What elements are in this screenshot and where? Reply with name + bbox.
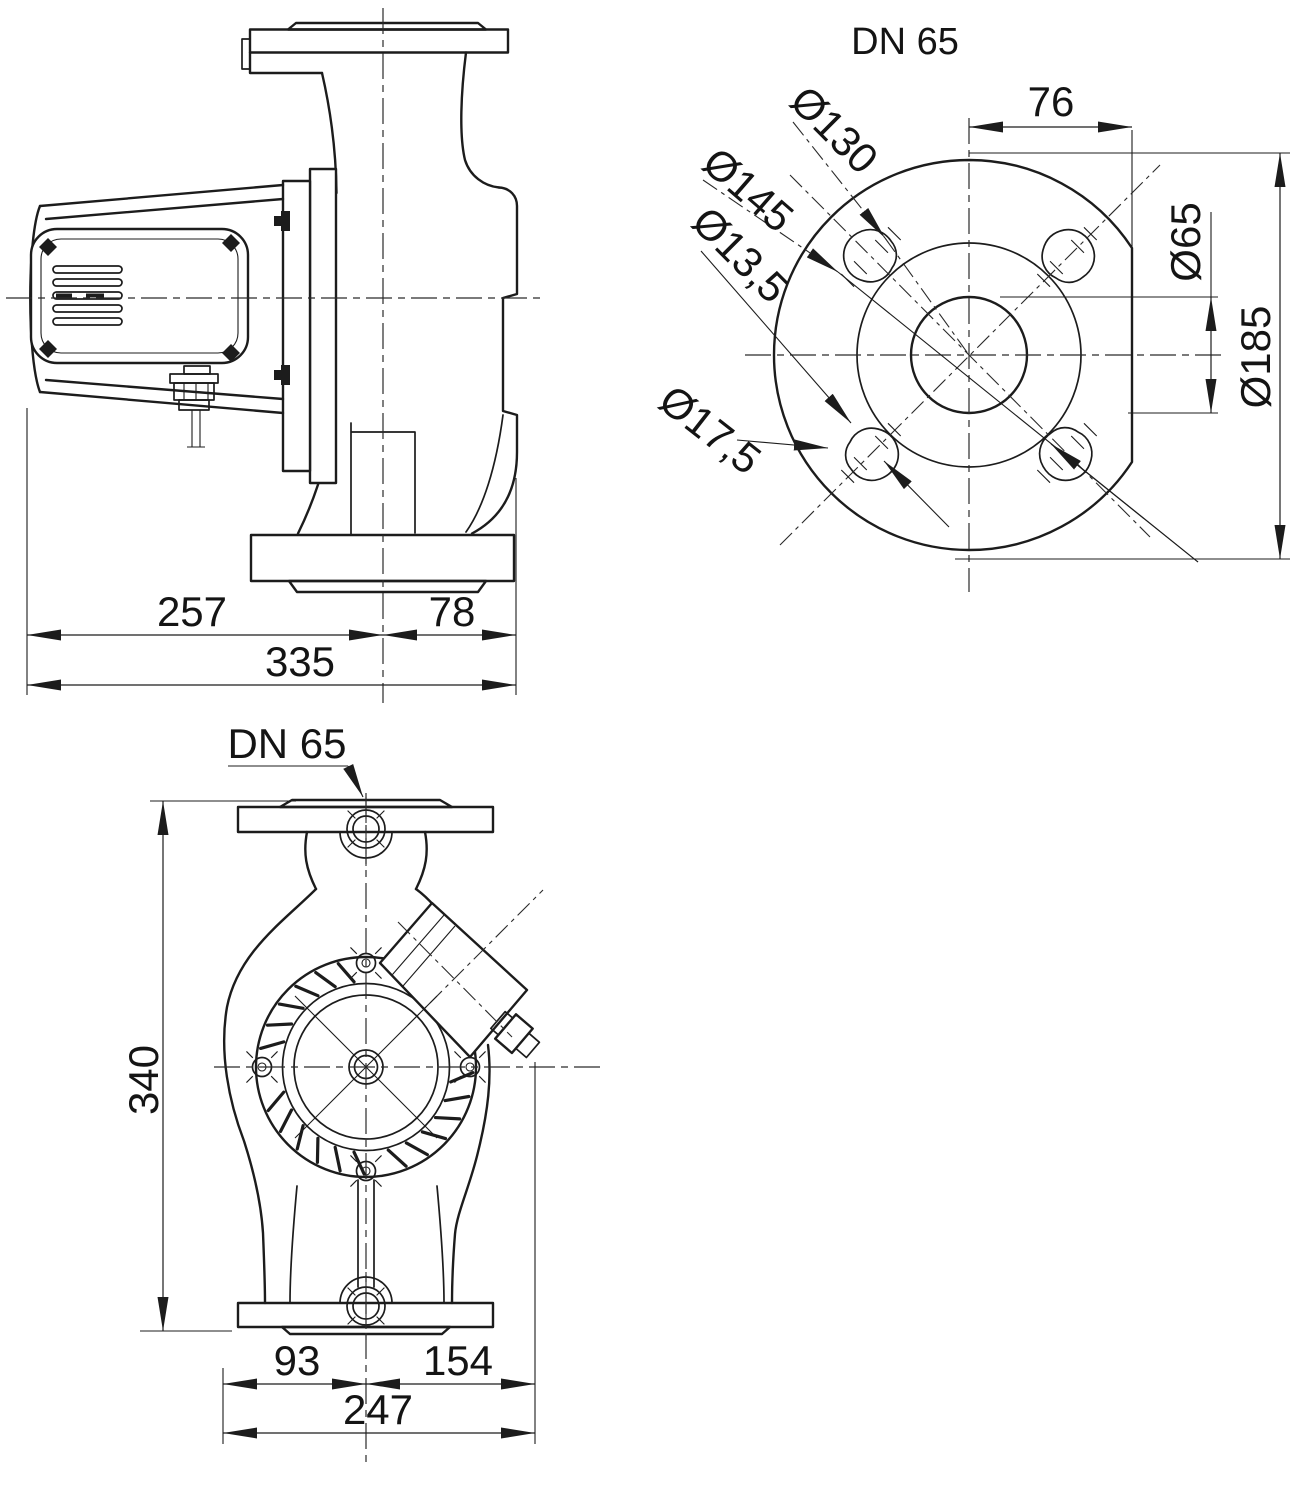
dim-label-78: 78 bbox=[429, 588, 476, 635]
bolt-hole-tick-marks bbox=[840, 226, 1098, 484]
flange-outer-profile bbox=[772, 158, 1134, 552]
gland-nut bbox=[494, 1013, 534, 1055]
front-center-rib bbox=[357, 1179, 375, 1288]
diagonal-centerline-bl-tr bbox=[779, 164, 1161, 546]
clamp-bolt-bottom bbox=[274, 370, 281, 380]
dim-label-340: 340 bbox=[120, 1045, 167, 1115]
terminal-box-lid-lines bbox=[392, 914, 456, 987]
top-flange-shoulder bbox=[248, 51, 324, 75]
motor-cover-inner bbox=[40, 238, 239, 354]
front-neck-left bbox=[304, 830, 318, 891]
motor-housing-taper-lines bbox=[38, 183, 285, 415]
bottom-flange-plate bbox=[249, 533, 516, 583]
front-dimensions: 340 93 154 247 bbox=[120, 800, 536, 1444]
diagonal-centerline-tl-br bbox=[789, 174, 1151, 538]
leader-d17-5 bbox=[736, 439, 829, 451]
suction-neck-right bbox=[460, 51, 501, 189]
front-leg-inner-lines bbox=[289, 1185, 445, 1304]
leader-d13-5 bbox=[700, 250, 852, 424]
port-label-leader bbox=[343, 763, 364, 798]
front-port-label: DN 65 bbox=[227, 720, 346, 767]
dim-label-d185: Ø185 bbox=[1232, 306, 1279, 409]
dim-label-93: 93 bbox=[274, 1337, 321, 1384]
bolt-cross-ticks bbox=[347, 810, 385, 1325]
bottom-flange-gasket-lip bbox=[287, 579, 488, 594]
side-view: 257 78 335 bbox=[6, 8, 546, 703]
front-view: DN 65 340 93 154 247 bbox=[120, 720, 604, 1462]
terminal-box bbox=[378, 889, 544, 1059]
front-bottom-gasket-lip bbox=[280, 1325, 452, 1336]
cable-stub bbox=[187, 410, 205, 448]
dim-label-d65: Ø65 bbox=[1162, 202, 1209, 281]
front-volute-left-contour bbox=[222, 887, 318, 1305]
clamp-bolt-top bbox=[274, 216, 281, 226]
front-volute-right-contour bbox=[450, 1043, 491, 1305]
dim-label-335: 335 bbox=[265, 638, 335, 685]
clamp-bolt-top-shank bbox=[281, 211, 290, 231]
lantern-plate-rear bbox=[308, 167, 338, 485]
dim-label-76: 76 bbox=[1028, 78, 1075, 125]
vent-slots bbox=[52, 265, 123, 326]
motor-block bbox=[29, 183, 285, 448]
front-neck-right bbox=[414, 830, 428, 891]
motor-lantern bbox=[274, 167, 338, 485]
motor-cover bbox=[29, 227, 250, 365]
side-dimensions: 257 78 335 bbox=[26, 408, 517, 695]
dim-label-257: 257 bbox=[157, 588, 227, 635]
dim-label-247: 247 bbox=[343, 1386, 413, 1433]
cooling-fins bbox=[259, 962, 475, 1176]
cable-gland bbox=[169, 365, 219, 448]
volute-right-contour bbox=[470, 186, 519, 535]
volute-inner-right bbox=[465, 414, 504, 533]
clamp-bolt-bottom-shank bbox=[281, 365, 290, 385]
flange-bolt-holes bbox=[842, 228, 1096, 482]
leader-d145 bbox=[702, 179, 839, 273]
gland-tip bbox=[514, 1032, 541, 1059]
flange-title: DN 65 bbox=[851, 21, 959, 63]
leader-d130 bbox=[792, 121, 886, 239]
dim-label-154: 154 bbox=[423, 1337, 493, 1384]
motor-cover-screws bbox=[39, 234, 240, 362]
